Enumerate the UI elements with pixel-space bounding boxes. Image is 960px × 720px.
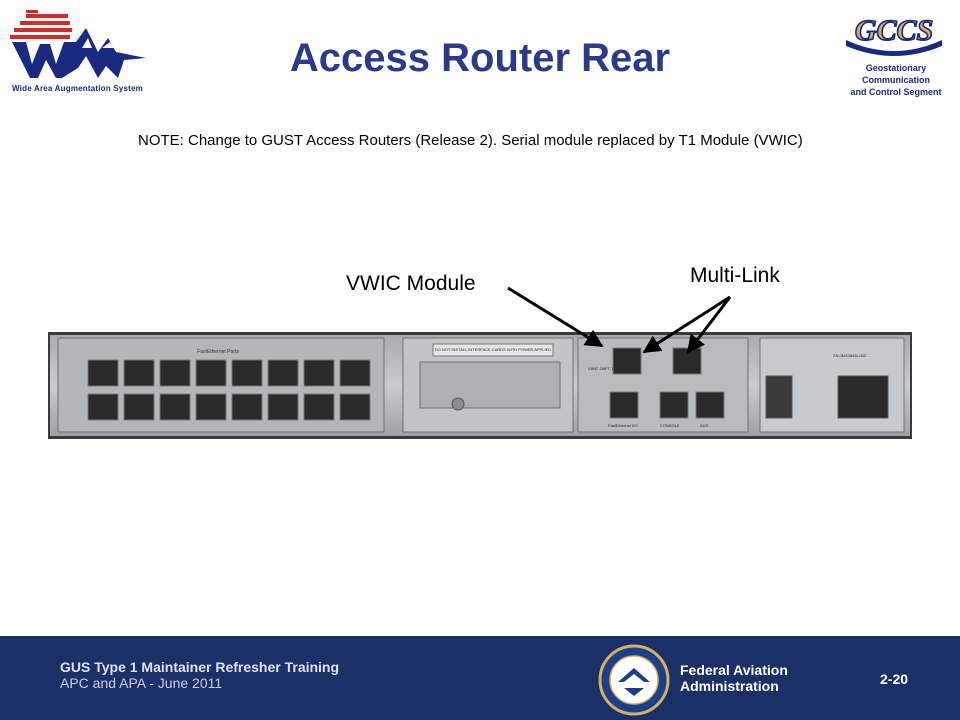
- serial-label: SN:JMX0848L1BC: [833, 353, 867, 358]
- switch-ports: [87, 359, 371, 421]
- switch-port: [123, 359, 155, 387]
- switch-port: [267, 359, 299, 387]
- footer-bar: [0, 636, 960, 720]
- faa-name: Federal Aviation Administration: [680, 662, 788, 694]
- switch-port: [303, 359, 335, 387]
- switch-port: [159, 359, 191, 387]
- faa-seal: [598, 644, 670, 716]
- aux-port: [695, 391, 725, 419]
- gccs-logo-text: GCCS: [855, 14, 933, 47]
- power-switch: [765, 375, 793, 419]
- switch-port: [231, 393, 263, 421]
- waas-logo: [10, 10, 146, 78]
- switch-label: FastEthernet Ports: [197, 349, 239, 355]
- switch-port: [159, 393, 191, 421]
- course-subtitle: APC and APA - June 2011: [60, 675, 223, 691]
- vwic-text: VWIC 2MFT-T1: [588, 366, 617, 371]
- gccs-caption-line: Communication: [861, 75, 930, 85]
- switch-port: [195, 393, 227, 421]
- gccs-caption-line: Geostationary: [865, 63, 927, 73]
- vwic-port-1: [612, 347, 642, 375]
- power-inlet: [837, 375, 889, 419]
- multi-link-label: Multi-Link: [690, 264, 780, 287]
- slide-number: 2-20: [880, 671, 909, 687]
- router-rear-photo: FastEthernet Ports DO NOT INSTALL INTERF…: [48, 332, 912, 439]
- vwic-module-label: VWIC Module: [346, 272, 476, 295]
- gccs-caption: Geostationary Communication and Control …: [836, 62, 956, 98]
- switch-port: [339, 393, 371, 421]
- switch-port: [87, 393, 119, 421]
- console-port: [659, 391, 689, 419]
- waas-caption: Wide Area Augmentation System: [12, 84, 143, 93]
- faa-name-line: Administration: [680, 678, 779, 694]
- slide-title: Access Router Rear: [289, 36, 671, 80]
- aux-label: AUX: [700, 423, 709, 428]
- gccs-logo: GCCS: [846, 13, 942, 56]
- course-title: GUS Type 1 Maintainer Refresher Training: [60, 659, 340, 675]
- vwic-port-2: [672, 347, 702, 375]
- slide-note: NOTE: Change to GUST Access Routers (Rel…: [138, 132, 803, 149]
- fastethernet-port: [609, 391, 639, 419]
- switch-port: [303, 393, 335, 421]
- switch-port: [231, 359, 263, 387]
- fastethernet-label: FastEthernet 0/0: [608, 423, 638, 428]
- switch-port: [267, 393, 299, 421]
- switch-port: [195, 359, 227, 387]
- faa-name-line: Federal Aviation: [680, 662, 788, 678]
- blank-panel-text: DO NOT INSTALL INTERFACE CARDS WITH POWE…: [435, 347, 552, 352]
- switch-port: [123, 393, 155, 421]
- console-label: CONSOLE: [660, 423, 680, 428]
- switch-port: [87, 359, 119, 387]
- switch-port: [339, 359, 371, 387]
- gccs-caption-line: and Control Segment: [850, 87, 942, 97]
